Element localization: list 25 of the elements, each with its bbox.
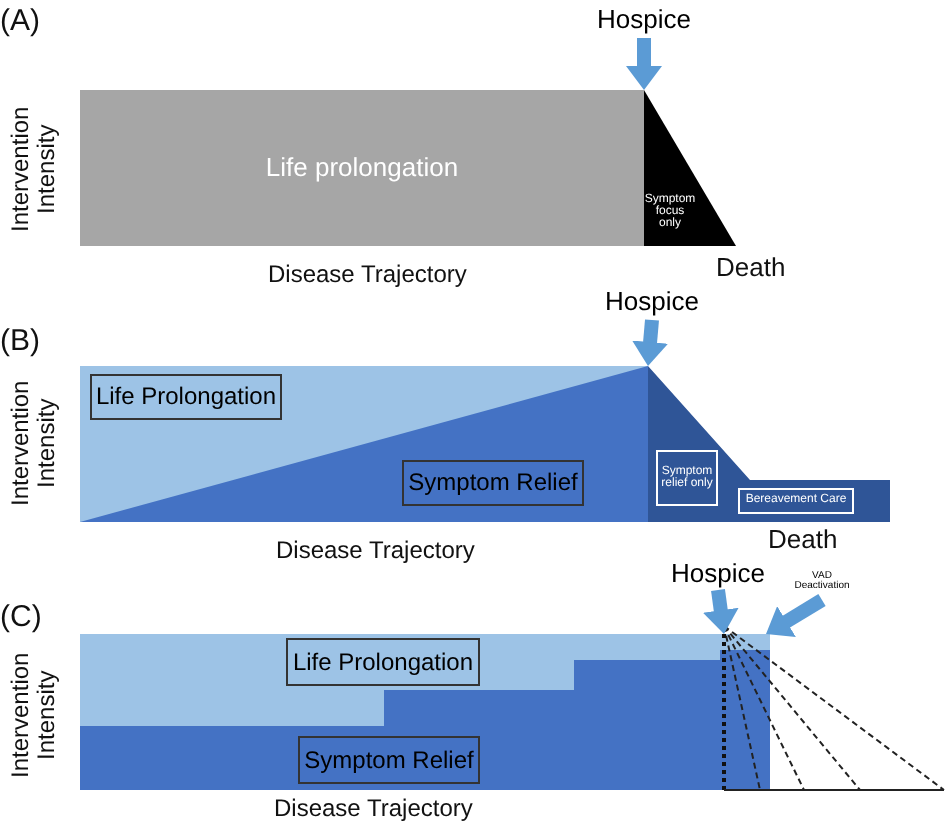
arrow — [762, 594, 826, 640]
arrow-label: Hospice — [674, 558, 762, 588]
panel-label: (B) — [0, 324, 40, 358]
arrow-label: Hospice — [608, 286, 696, 318]
area-chart-area — [80, 366, 648, 522]
text-box: Symptom Relief — [298, 736, 480, 784]
text-box: Life Prolongation — [90, 374, 282, 420]
axis-title: Disease Trajectory — [268, 260, 467, 288]
axis-title: Intervention Intensity — [8, 651, 61, 783]
axis-title: Disease Trajectory — [274, 794, 473, 822]
arrow — [632, 319, 668, 367]
arrow — [702, 589, 739, 635]
axis-title: Death — [768, 524, 838, 554]
axis-title: Intervention Intensity — [8, 379, 61, 511]
axis-title: Death — [716, 252, 786, 282]
text-box: Symptom Relief — [402, 460, 584, 506]
triangle-area — [644, 90, 736, 246]
arrow — [626, 38, 662, 90]
shaded-area: Life prolongation — [80, 90, 644, 246]
panel-label: (C) — [0, 600, 42, 634]
axis-title: Intervention Intensity — [8, 105, 61, 237]
panel-label: (A) — [0, 4, 40, 38]
axis-title: Disease Trajectory — [276, 536, 475, 564]
text-box: Life Prolongation — [286, 638, 480, 686]
arrow-label: Hospice — [600, 4, 688, 36]
